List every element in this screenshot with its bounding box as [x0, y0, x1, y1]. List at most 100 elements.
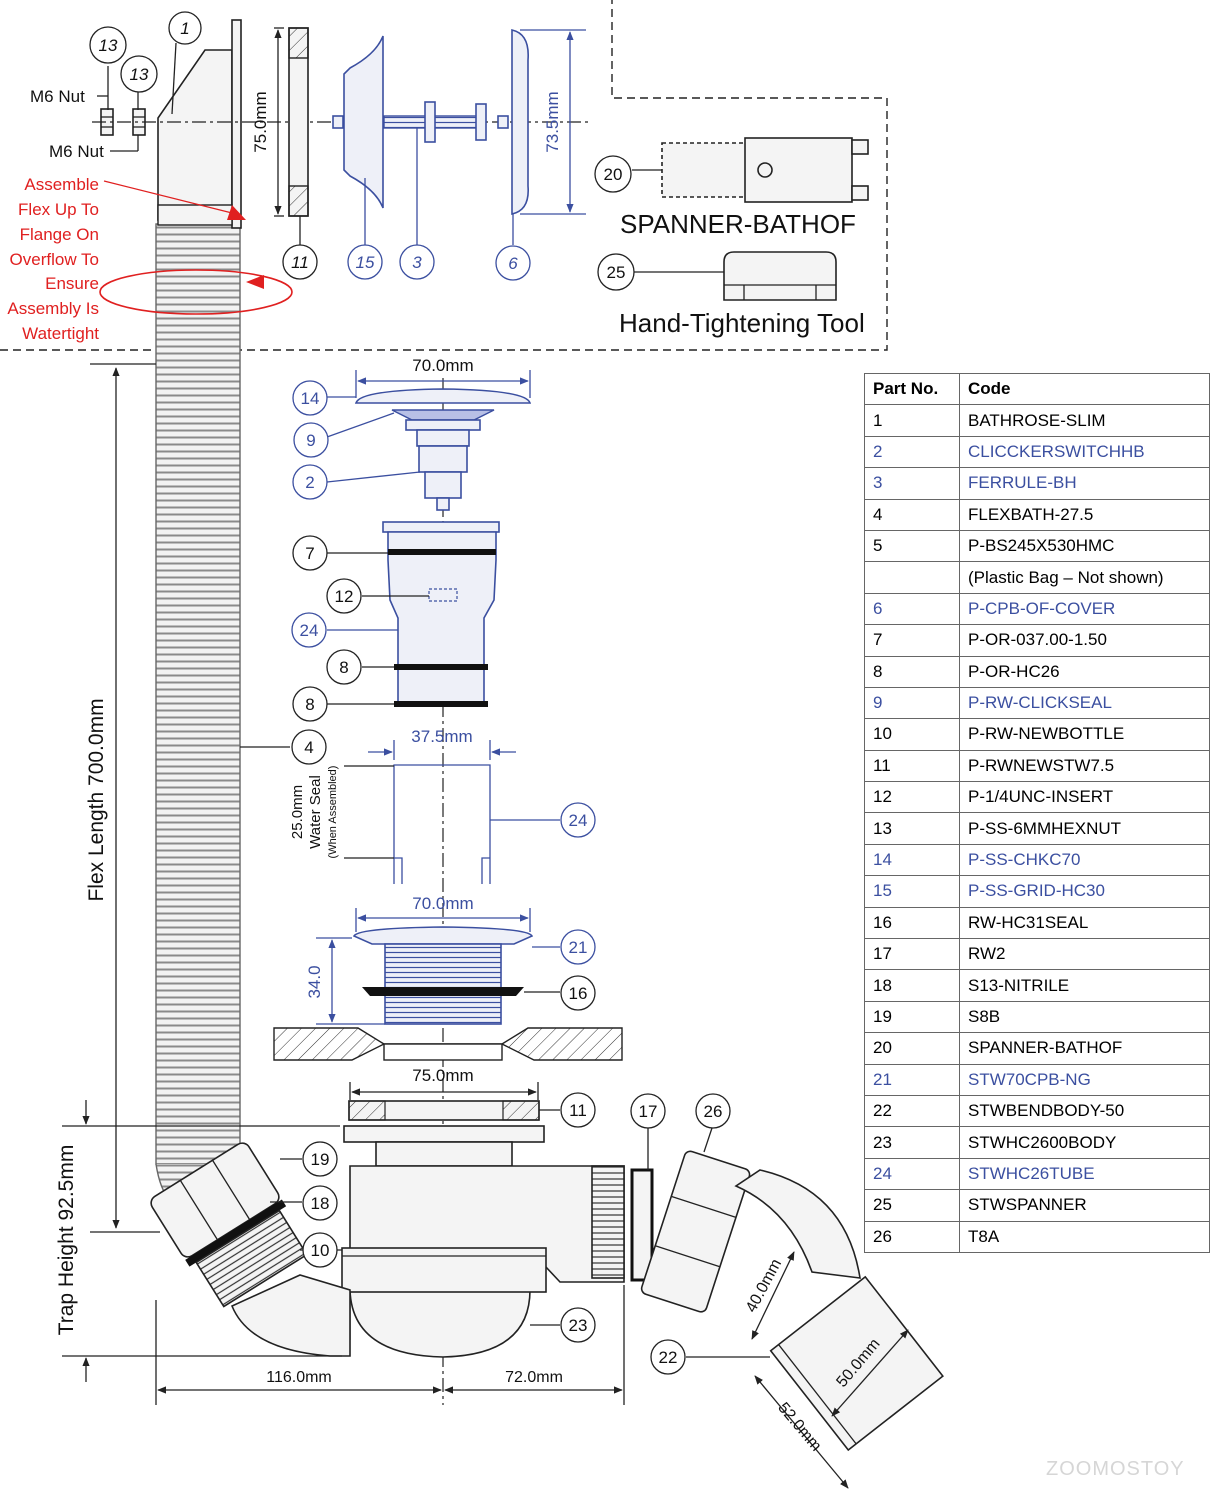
svg-text:8: 8 [339, 658, 348, 677]
part-number-cell: 4 [864, 498, 960, 531]
part-code-cell: FLEXBATH-27.5 [959, 498, 1210, 531]
svg-text:13: 13 [130, 65, 149, 84]
part-code-cell: BATHROSE-SLIM [959, 404, 1210, 437]
part-code-cell: T8A [959, 1220, 1210, 1253]
part-code-cell: P-OR-HC26 [959, 655, 1210, 688]
svg-text:4: 4 [304, 738, 313, 757]
part-number-cell: 26 [864, 1220, 960, 1253]
overflow-rose [157, 19, 242, 229]
inlet-bend [230, 1274, 351, 1357]
svg-text:3: 3 [412, 253, 422, 272]
connecting-bolt [383, 101, 509, 143]
svg-text:73.5mm: 73.5mm [543, 91, 562, 152]
svg-text:M6 Nut: M6 Nut [30, 87, 85, 106]
part-number-cell: 3 [864, 467, 960, 500]
part-code-cell: P-1/4UNC-INSERT [959, 781, 1210, 814]
svg-text:24: 24 [300, 621, 319, 640]
part-number-cell: 19 [864, 1000, 960, 1034]
svg-text:20: 20 [604, 165, 623, 184]
svg-text:116.0mm: 116.0mm [266, 1369, 332, 1386]
svg-text:23: 23 [569, 1316, 588, 1335]
svg-text:Trap Height 92.5mm: Trap Height 92.5mm [55, 1145, 78, 1336]
svg-text:Flange On: Flange On [20, 225, 99, 244]
svg-text:14: 14 [301, 389, 320, 408]
svg-text:18: 18 [311, 1194, 330, 1213]
part-number-cell: 14 [864, 843, 960, 877]
svg-text:Ensure: Ensure [45, 274, 99, 293]
svg-text:7: 7 [305, 544, 314, 563]
part-number-cell: 2 [864, 435, 960, 469]
svg-text:Flex Length 700.0mm: Flex Length 700.0mm [85, 698, 108, 901]
part-number-cell: 1 [864, 404, 960, 437]
plug-cap [354, 388, 532, 421]
part-code-cell: SPANNER-BATHOF [959, 1032, 1210, 1065]
flex-hose [155, 223, 241, 1201]
part-code-cell: (Plastic Bag – Not shown) [959, 561, 1210, 594]
leader-lines [97, 42, 770, 1358]
svg-text:40.0mm: 40.0mm [743, 1256, 785, 1315]
svg-text:34.0: 34.0 [305, 965, 324, 998]
clicker-mechanism [405, 419, 481, 511]
svg-text:1: 1 [180, 19, 189, 38]
part-code-cell: P-RW-CLICKSEAL [959, 686, 1210, 720]
water-seal-tube [393, 764, 491, 884]
annotation-labels: M6 Nut M6 Nut Assemble Flex Up To Flange… [7, 87, 864, 1335]
part-code-cell: STWHC26TUBE [959, 1157, 1210, 1191]
overflow-washer [288, 27, 309, 217]
svg-text:SPANNER-BATHOF: SPANNER-BATHOF [620, 209, 856, 239]
bath-shell-section [273, 1027, 623, 1061]
svg-text:Watertight: Watertight [22, 324, 99, 343]
svg-text:Flex Up To: Flex Up To [18, 200, 99, 219]
svg-text:2: 2 [305, 473, 314, 492]
part-code-cell: STW70CPB-NG [959, 1063, 1210, 1096]
part-number-cell: 8 [864, 655, 960, 688]
part-number-cell: 12 [864, 781, 960, 814]
part-number-cell: 22 [864, 1094, 960, 1128]
part-number-cell: 24 [864, 1157, 960, 1191]
svg-text:Assembly Is: Assembly Is [7, 299, 99, 318]
part-code-cell: STWHC2600BODY [959, 1126, 1210, 1159]
svg-text:21: 21 [569, 938, 588, 957]
trap-body [341, 1125, 625, 1358]
part-number-cell: 25 [864, 1189, 960, 1222]
part-number-cell: 20 [864, 1032, 960, 1065]
part-number-cell: 21 [864, 1063, 960, 1096]
part-code-cell: RW2 [959, 938, 1210, 971]
part-number-cell: 7 [864, 624, 960, 657]
part-number-cell: 11 [864, 749, 960, 783]
hand-tightening-tool [723, 251, 837, 301]
code-header: Code [959, 372, 1210, 406]
callout-bubbles [89, 11, 731, 1375]
part-code-cell: P-SS-CHKC70 [959, 843, 1210, 877]
part-number-cell: 9 [864, 686, 960, 720]
svg-text:12: 12 [335, 587, 354, 606]
svg-text:75.0mm: 75.0mm [251, 91, 270, 152]
part-number-cell: 17 [864, 938, 960, 971]
svg-text:19: 19 [311, 1150, 330, 1169]
svg-text:8: 8 [305, 695, 314, 714]
watermark: ZOOMOSTOY [1046, 1458, 1185, 1480]
part-code-cell: STWSPANNER [959, 1189, 1210, 1222]
overflow-grid [332, 35, 384, 209]
